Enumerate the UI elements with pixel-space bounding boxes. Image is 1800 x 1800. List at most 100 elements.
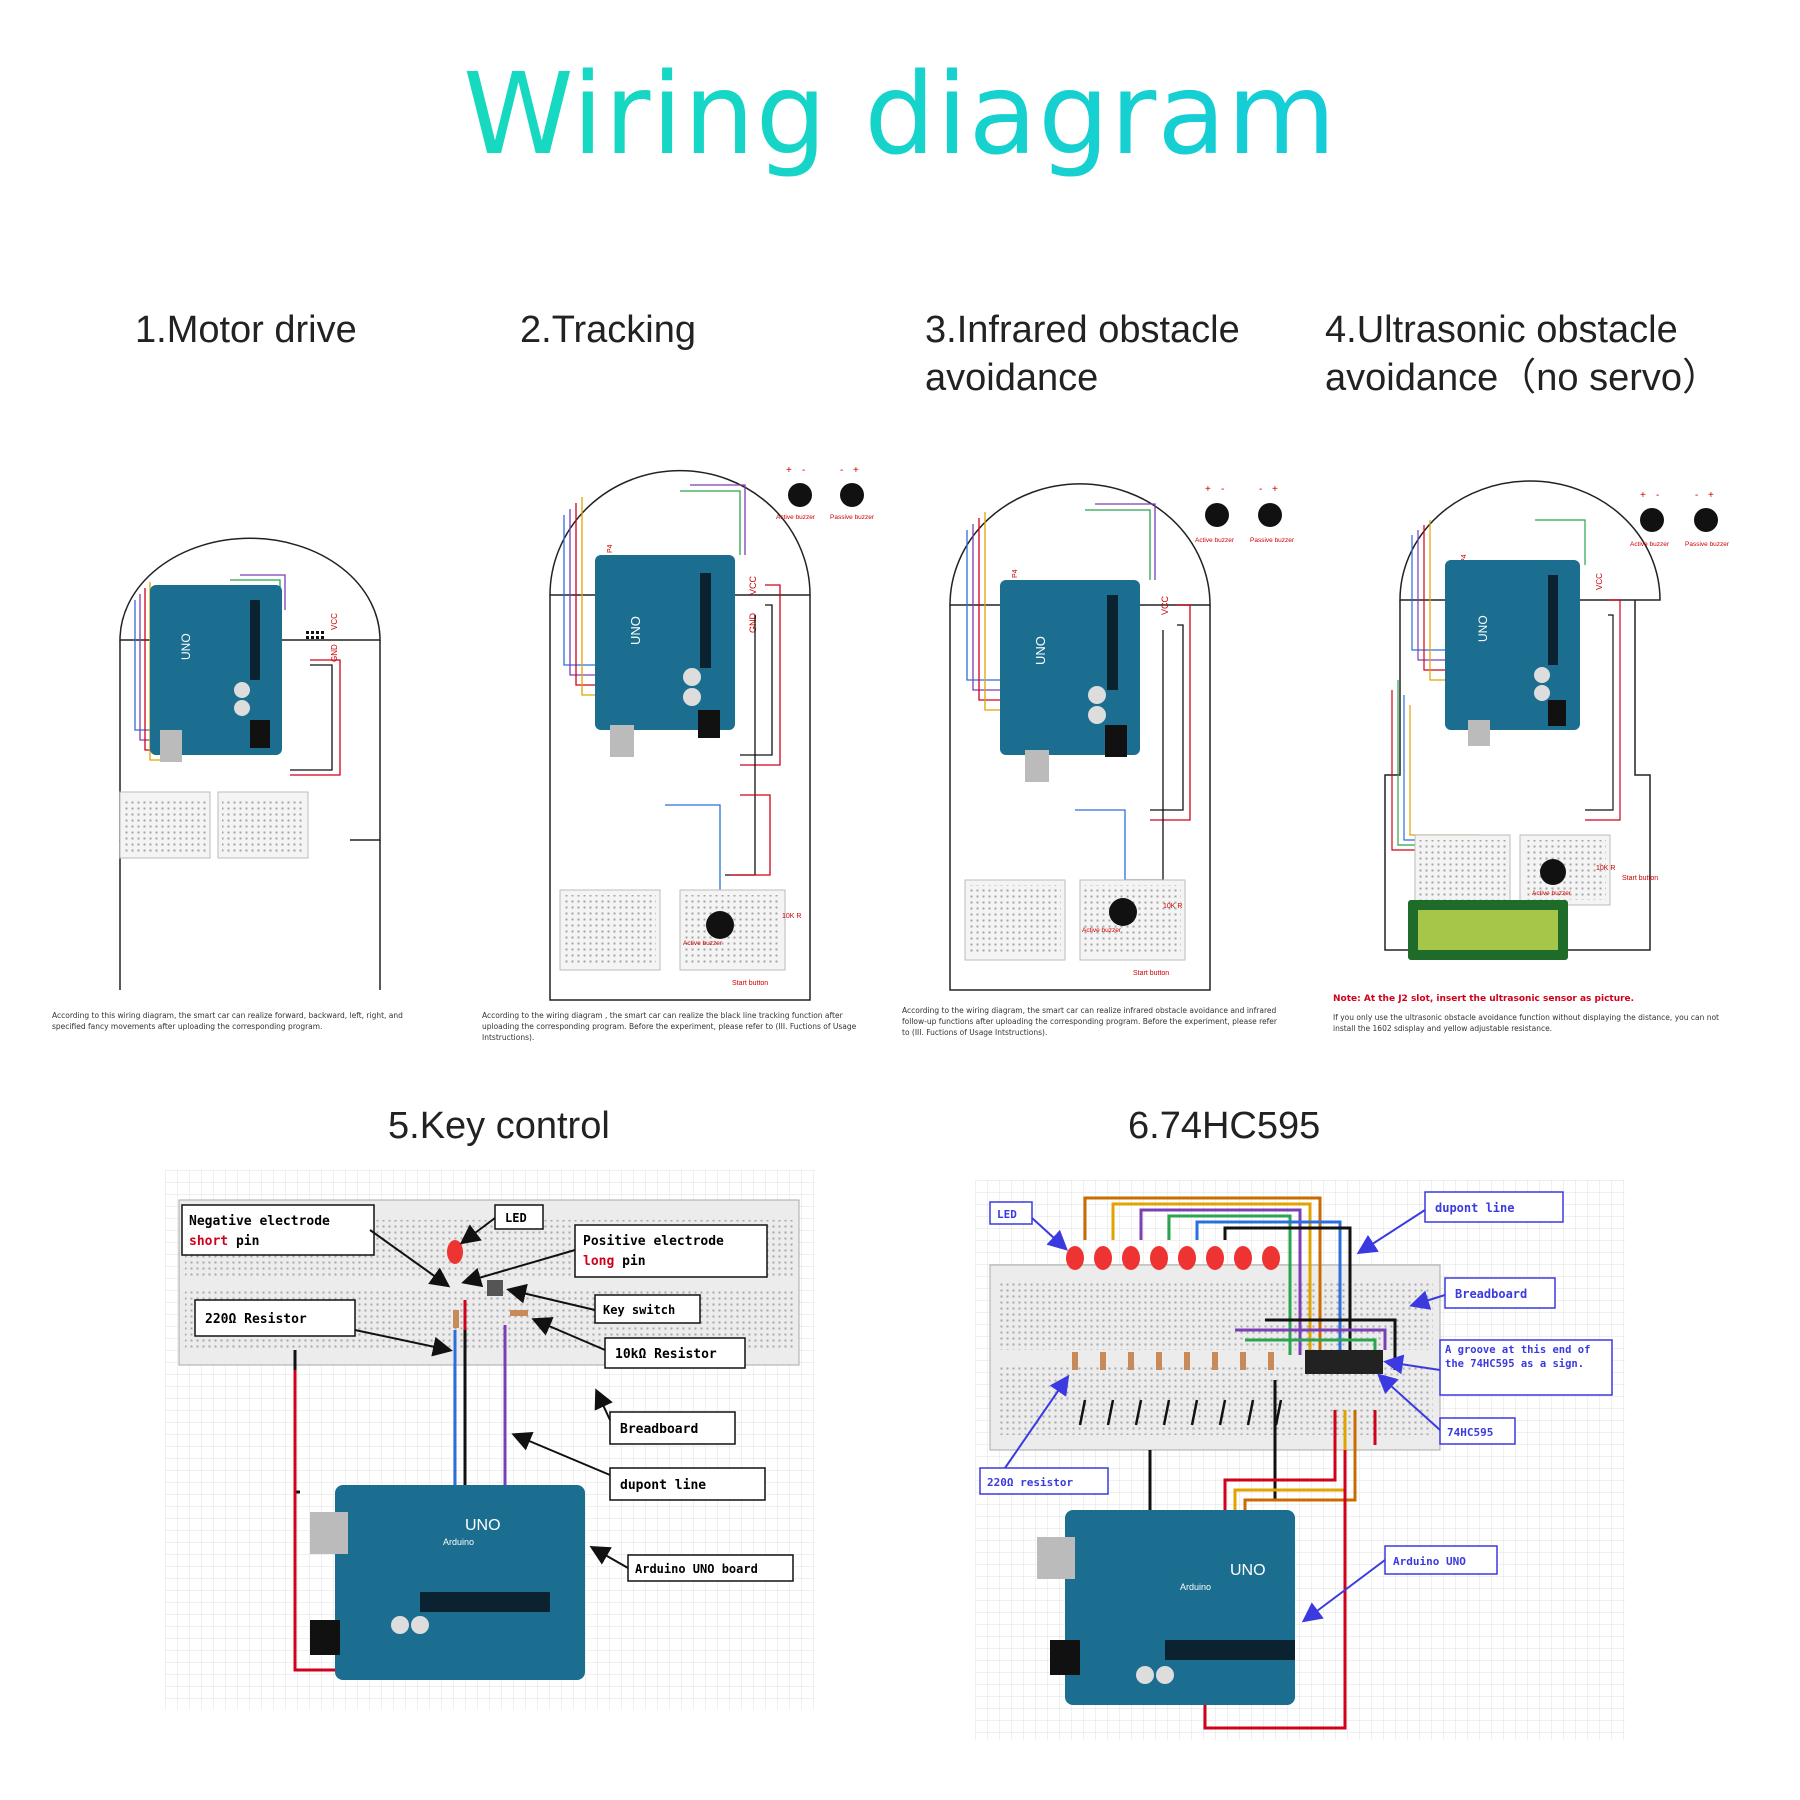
tracking-diagram: + - Active buzzer - + Passive buzzer P4 … <box>549 465 875 1001</box>
arduino-board: UNO <box>1000 580 1140 782</box>
buzzer-icon <box>1540 859 1566 885</box>
active-buzzer-label: Active buzzer <box>1082 927 1122 934</box>
passive-buzzer-icon: - + Passive buzzer <box>1250 484 1295 544</box>
svg-text:Active buzzer: Active buzzer <box>1630 541 1670 548</box>
svg-text:LED: LED <box>997 1208 1017 1221</box>
passive-buzzer-icon: - + Passive buzzer <box>1685 490 1730 548</box>
arduino-board: UNO Arduino <box>310 1485 585 1680</box>
label-led: LED <box>459 1204 544 1245</box>
lcd-1602-display <box>1408 900 1568 960</box>
svg-text:+: + <box>1640 490 1646 501</box>
svg-text:long pin: long pin <box>583 1254 646 1269</box>
svg-text:220Ω resistor: 220Ω resistor <box>987 1476 1073 1489</box>
svg-text:-: - <box>802 465 805 476</box>
active-buzzer-icon: + - Active buzzer <box>776 465 816 521</box>
pin-label-gnd: GND <box>330 644 339 662</box>
resistor-label: 10K R <box>1163 903 1182 910</box>
buzzer-icon <box>706 911 734 939</box>
svg-text:220Ω Resistor: 220Ω Resistor <box>205 1312 307 1327</box>
pin-label-vcc: VCC <box>330 613 339 630</box>
start-button-label: Start button <box>1133 970 1169 977</box>
pin-label-gnd: GND <box>748 613 758 634</box>
caption-ultrasonic: If you only use the ultrasonic obstacle … <box>1333 1013 1719 1033</box>
svg-text:+: + <box>1205 484 1211 495</box>
resistor-label: 10K R <box>1596 865 1615 872</box>
page-title: Wiring diagram <box>0 50 1800 180</box>
active-buzzer-label: Active buzzer <box>683 940 723 947</box>
led-icon <box>1122 1246 1140 1270</box>
svg-text:-: - <box>840 465 843 476</box>
pin-label-p4: P4 <box>607 544 614 553</box>
active-buzzer-icon: + - Active buzzer <box>1195 484 1235 544</box>
active-buzzer-icon: + - Active buzzer <box>1630 490 1670 548</box>
svg-text:Key switch: Key switch <box>603 1303 675 1317</box>
resistor-220-icon <box>453 1310 459 1328</box>
led-icon <box>1150 1246 1168 1270</box>
label-positive-electrode: Positive electrode long pin <box>461 1224 768 1288</box>
start-button-label: Start button <box>1622 875 1658 882</box>
svg-text:-: - <box>1221 484 1224 495</box>
note-ultrasonic: Note: At the J2 slot, insert the ultraso… <box>1333 994 1635 1004</box>
resistor-icon <box>1072 1352 1274 1370</box>
hc595-diagram: UNO Arduino LED dupont line Breadboard A… <box>975 1180 1625 1740</box>
led-icon <box>1206 1246 1224 1270</box>
pin-label-vcc: VCC <box>1160 595 1170 615</box>
arduino-uno-text: UNO <box>1230 1562 1266 1579</box>
caption-tracking: According to the wiring diagram , the sm… <box>482 1011 857 1042</box>
arduino-uno-text: UNO <box>179 633 193 660</box>
label-220-resistor: 220Ω resistor <box>979 1374 1109 1495</box>
svg-text:Breadboard: Breadboard <box>620 1422 698 1437</box>
arduino-board: UNO <box>1445 560 1580 746</box>
label-dupont-line: dupont line <box>1356 1191 1564 1255</box>
arduino-brand-text: Arduino <box>443 1537 474 1547</box>
ultrasonic-diagram: + - Active buzzer - + Passive buzzer P4 … <box>1384 480 1730 960</box>
label-arduino-uno: Arduino UNO <box>1301 1545 1498 1623</box>
arduino-board: UNO Arduino <box>1037 1510 1295 1705</box>
section-title-74hc595: 6.74HC595 <box>1128 1105 1321 1147</box>
pin-label-p4: P4 <box>1012 569 1019 578</box>
svg-text:dupont line: dupont line <box>620 1478 706 1493</box>
buzzer-icon <box>1109 898 1137 926</box>
active-buzzer-label: Active buzzer <box>1532 890 1572 897</box>
section-title-motor-drive: 1.Motor drive <box>135 309 357 351</box>
led-icon <box>1094 1246 1112 1270</box>
svg-text:-: - <box>1259 484 1262 495</box>
caption-motor-drive: According to this wiring diagram, the sm… <box>52 1011 403 1031</box>
svg-text:Passive buzzer: Passive buzzer <box>830 514 875 521</box>
label-dupont-line: dupont line <box>511 1431 766 1501</box>
infrared-diagram: + - Active buzzer - + Passive buzzer P4 … <box>949 483 1295 991</box>
svg-text:Arduino UNO: Arduino UNO <box>1393 1555 1466 1568</box>
key-switch-icon <box>487 1280 503 1296</box>
label-breadboard: Breadboard <box>594 1388 736 1445</box>
label-arduino-uno-board: Arduino UNO board <box>589 1546 794 1582</box>
led-icon <box>1234 1246 1252 1270</box>
resistor-label: 10K R <box>782 913 801 920</box>
arduino-board: UNO <box>595 555 735 757</box>
svg-text:+: + <box>1708 490 1714 501</box>
led-icon <box>447 1240 463 1264</box>
label-key-switch: Key switch <box>506 1283 701 1324</box>
svg-text:Arduino UNO board: Arduino UNO board <box>635 1562 758 1576</box>
arduino-board: UNO <box>150 585 282 762</box>
svg-text:Breadboard: Breadboard <box>1455 1287 1527 1301</box>
74hc595-chip <box>1305 1350 1383 1374</box>
svg-text:10kΩ Resistor: 10kΩ Resistor <box>615 1347 717 1362</box>
svg-text:Positive electrode: Positive electrode <box>583 1234 724 1249</box>
label-breadboard: Breadboard <box>1409 1277 1556 1310</box>
section-title-infrared: 3.Infrared obstacle avoidance <box>925 309 1240 399</box>
caption-infrared: According to the wiring diagram, the sma… <box>902 1006 1278 1037</box>
svg-text:+: + <box>1272 484 1278 495</box>
svg-text:Active buzzer: Active buzzer <box>776 514 816 521</box>
svg-text:Negative electrode: Negative electrode <box>189 1214 330 1229</box>
svg-text:+: + <box>853 465 859 476</box>
label-negative-electrode: Negative electrode short pin <box>181 1204 451 1288</box>
pin-label-vcc: VCC <box>1595 573 1604 590</box>
svg-text:-: - <box>1695 490 1698 501</box>
svg-text:74HC595: 74HC595 <box>1447 1426 1493 1439</box>
led-icon <box>1066 1246 1084 1270</box>
passive-buzzer-icon: - + Passive buzzer <box>830 465 875 521</box>
arduino-uno-text: UNO <box>628 616 643 645</box>
start-button-label: Start button <box>732 980 768 987</box>
svg-text:Passive buzzer: Passive buzzer <box>1685 541 1730 548</box>
pin-label-p4: P4 <box>1461 554 1468 563</box>
